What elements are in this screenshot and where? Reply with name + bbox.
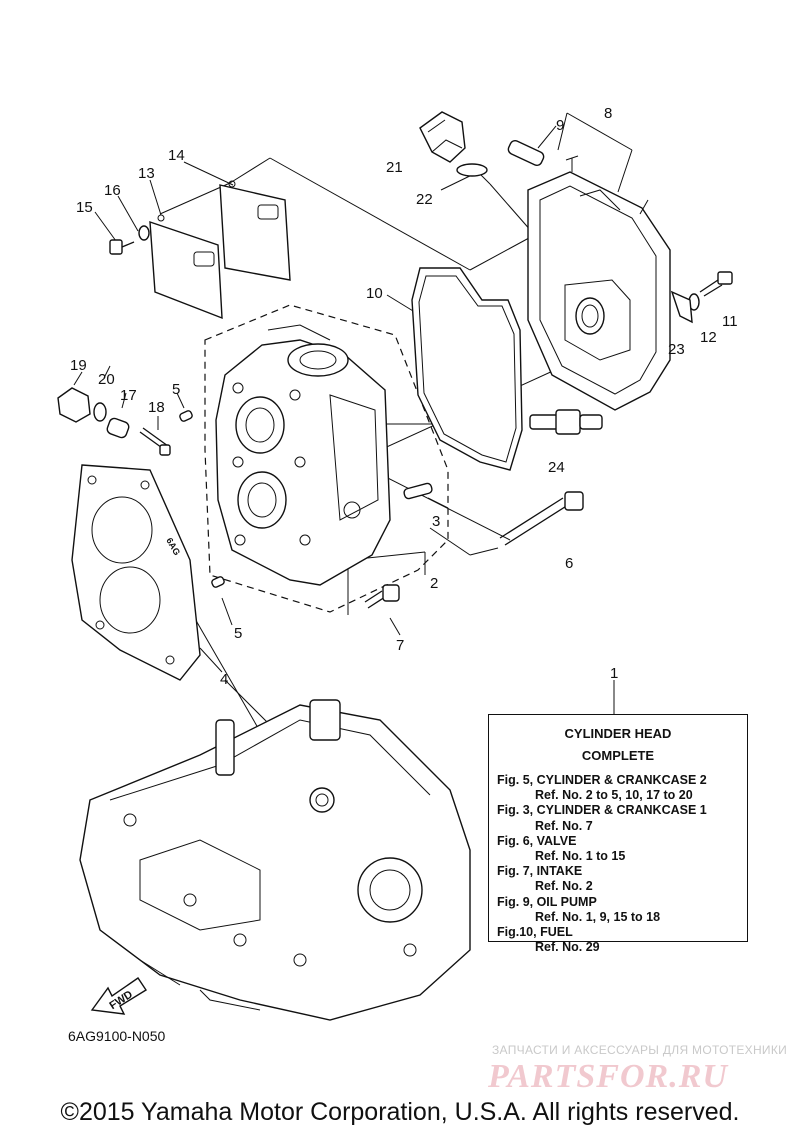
- callout-5-upper: 5: [172, 381, 180, 398]
- watermark-tagline: ЗАПЧАСТИ И АКСЕССУАРЫ ДЛЯ МОТОТЕХНИКИ: [492, 1043, 788, 1057]
- plug-19: [57, 387, 91, 423]
- callout-22: 22: [416, 191, 433, 208]
- bolt-11: [699, 271, 733, 297]
- callout-21: 21: [386, 159, 403, 176]
- info-row: Fig. 3, CYLINDER & CRANKCASE 1: [497, 803, 707, 818]
- copyright-notice: ©2015 Yamaha Motor Corporation, U.S.A. A…: [60, 1098, 740, 1126]
- info-row: Fig. 7, INTAKE: [497, 864, 583, 879]
- head-gasket-4: 6AG: [71, 464, 201, 681]
- cylinder-head: [215, 324, 391, 586]
- info-row: Fig. 6, VALVE: [497, 833, 577, 848]
- sleeve-17: [106, 417, 130, 439]
- callout-16: 16: [104, 182, 121, 199]
- callout-17: 17: [120, 387, 137, 404]
- washer-16: [138, 225, 150, 241]
- callout-3: 3: [432, 513, 440, 530]
- gasket-10: [411, 267, 523, 471]
- callout-5-lower: 5: [234, 625, 242, 642]
- bolt-7: [364, 584, 400, 609]
- callout-8: 8: [604, 105, 612, 122]
- info-row-ref: Ref. No. 1, 9, 15 to 18: [535, 909, 661, 924]
- callout-24: 24: [548, 459, 565, 476]
- info-box-title: CYLINDER HEAD COMPLETE: [489, 723, 747, 767]
- plug-3: [403, 482, 433, 500]
- clamp-23: [670, 290, 693, 324]
- callout-11: 11: [722, 313, 738, 330]
- callout-6: 6: [565, 555, 573, 572]
- crankcase-block: [79, 699, 471, 1021]
- callout-4: 4: [220, 671, 228, 688]
- callout-19: 19: [70, 357, 87, 374]
- callout-10: 10: [366, 285, 383, 302]
- screw-15: [109, 239, 135, 255]
- info-row-ref: Ref. No. 2 to 5, 10, 17 to 20: [535, 788, 693, 803]
- head-cover-8: [527, 155, 671, 411]
- callout-1: 1: [610, 665, 618, 682]
- watermark-logo: PARTSFOR.RU: [488, 1058, 728, 1095]
- callout-numbers: 1 2 3 4 5 5 6 7 8 9 10 11 12 13 14 15 16…: [70, 105, 738, 688]
- info-row-ref: Ref. No. 1 to 15: [535, 849, 626, 864]
- info-box-title-line1: CYLINDER HEAD: [564, 726, 672, 741]
- o-ring-22: [456, 163, 488, 177]
- info-row: Fig. 5, CYLINDER & CRANKCASE 2: [497, 773, 707, 787]
- callout-2: 2: [430, 575, 438, 592]
- info-row-ref: Ref. No. 2: [535, 879, 593, 894]
- callout-9: 9: [556, 117, 564, 134]
- callout-7: 7: [396, 637, 404, 654]
- callout-23: 23: [668, 341, 685, 358]
- pipe-9: [507, 139, 545, 167]
- callout-15: 15: [76, 199, 93, 216]
- info-box-rows: Fig. 5, CYLINDER & CRANKCASE 2 Ref. No. …: [489, 773, 747, 955]
- dowel-pin-5-upper: [179, 410, 193, 422]
- dowel-pin-5-lower: [211, 576, 225, 588]
- fwd-arrow-icon: FWD: [90, 977, 147, 1015]
- info-row: Fig. 9, OIL PUMP: [497, 894, 597, 909]
- info-box-title-line2: COMPLETE: [581, 748, 655, 763]
- callout-12: 12: [700, 329, 717, 346]
- stud-18: [139, 427, 171, 456]
- callout-14: 14: [168, 147, 185, 164]
- callout-20: 20: [98, 371, 115, 388]
- info-row: Fig.10, FUEL: [497, 925, 573, 940]
- washer-20: [93, 402, 107, 422]
- oil-cap-21: [419, 111, 466, 163]
- bolt-6: [499, 491, 584, 546]
- reference-info-box: CYLINDER HEAD COMPLETE Fig. 5, CYLINDER …: [488, 714, 748, 954]
- diagram-code: 6AG9100-N050: [68, 1028, 166, 1044]
- info-row-ref: Ref. No. 7: [535, 818, 593, 833]
- cover-plate-14: [219, 180, 291, 281]
- info-row-ref: Ref. No. 29: [535, 940, 600, 955]
- gasket-13: [149, 214, 223, 320]
- spark-plug-24: [529, 409, 603, 435]
- callout-18: 18: [148, 399, 165, 416]
- head-assembly-envelope: [204, 304, 449, 613]
- callout-13: 13: [138, 165, 155, 182]
